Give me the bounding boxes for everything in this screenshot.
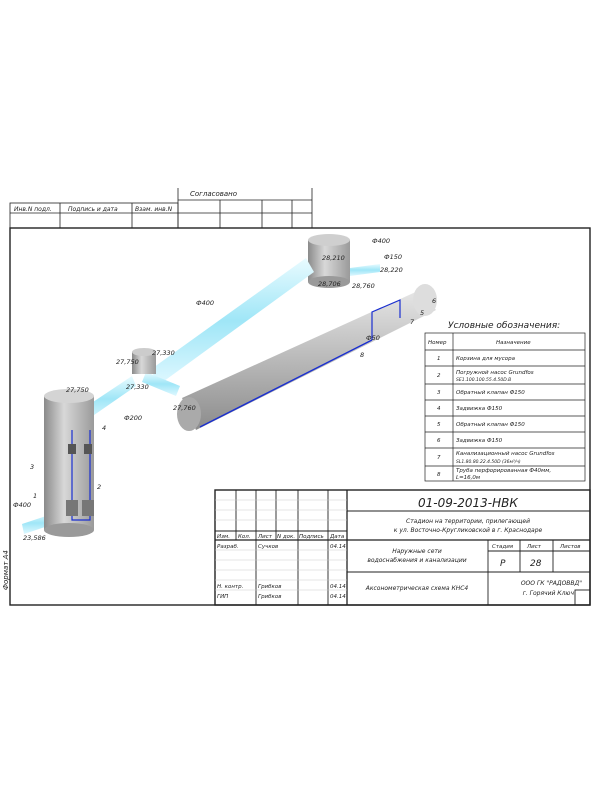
legend-row-text: Обратный клапан Ф150 — [456, 390, 525, 396]
label-callout: 6 — [432, 297, 436, 305]
header-data: Дата — [329, 534, 345, 540]
well-upper — [308, 234, 350, 288]
legend-row-text: Задвижка Ф150 — [456, 406, 503, 412]
label-elevation: 27,760 — [173, 404, 196, 412]
legend-row-number: 6 — [437, 438, 441, 444]
role: ГИП — [217, 594, 228, 600]
date: 04.14 — [330, 544, 346, 550]
pipe-d150 — [350, 264, 380, 276]
stage-value: Р — [500, 559, 506, 569]
inv-podl-label: Инв.N подл. — [14, 206, 52, 213]
label-elevation: 28,706 — [318, 280, 341, 288]
legend-row-text: SL1.80.80.22.4.50D (36м³/ч) — [456, 459, 521, 465]
person-name: Сучков — [258, 544, 278, 550]
legend-row-text: Труба перфорированная Ф40мм, — [456, 468, 551, 474]
legend-row-number: 4 — [437, 406, 441, 412]
sheet-value: 28 — [530, 559, 542, 569]
role: Разраб. — [217, 544, 239, 550]
document-code: 01-09-2013-НВК — [418, 496, 518, 510]
label-elevation: 23,586 — [23, 534, 46, 542]
approval-stamp — [9, 188, 313, 229]
header-kol: Кол. — [238, 534, 251, 540]
object-name: Стадион на территории, прилегающей — [406, 518, 530, 525]
well-middle — [132, 348, 156, 374]
label-elevation: 27,750 — [116, 358, 139, 366]
header-ndok: N док. — [277, 534, 295, 540]
pipe-connector — [142, 372, 180, 396]
legend-row-text: Корзина для мусора — [456, 356, 516, 362]
label-callout: 5 — [420, 309, 424, 317]
legend-header-number: Номер — [428, 340, 447, 346]
label-diameter: Ф400 — [13, 501, 31, 509]
legend-row-number: 1 — [437, 356, 441, 362]
header-izm: Изм. — [217, 534, 230, 540]
header-list: Лист — [257, 534, 273, 540]
legend-row-number: 2 — [437, 373, 441, 379]
label-diameter: Ф50 — [366, 334, 380, 342]
label-diameter: Ф400 — [196, 299, 214, 307]
sheets-label: Листов — [559, 544, 581, 550]
label-diameter: Ф400 — [372, 237, 390, 245]
stage-label: Стадия — [492, 544, 514, 550]
date: 04.14 — [330, 594, 346, 600]
company-name: ООО ГК "РАДОВВД" — [521, 580, 582, 587]
legend-title: Условные обозначения: — [448, 321, 560, 331]
approval-label: Согласовано — [190, 190, 237, 198]
legend-table — [424, 332, 586, 482]
vzam-inv-label: Взам. инв.N — [135, 206, 173, 213]
company-city: г. Горячий Ключ — [523, 590, 575, 597]
sheet-title: Аксонометрическая схема КНС4 — [365, 585, 469, 592]
legend-row-text: Канализационный насос Grundfos — [456, 451, 555, 457]
label-elevation: 28,220 — [380, 266, 403, 274]
format-label: Формат А4 — [2, 550, 10, 590]
label-elevation: 27,750 — [66, 386, 89, 394]
legend-header-name: Назначение — [496, 340, 531, 346]
perforated-pipe — [177, 284, 437, 431]
label-diameter: Ф200 — [124, 414, 142, 422]
header-podpis: Подпись — [299, 534, 324, 540]
signature-date-label: Подпись и дата — [68, 206, 118, 213]
legend-row-number: 3 — [437, 390, 441, 396]
label-callout: 7 — [410, 318, 415, 326]
label-callout: 3 — [30, 463, 34, 471]
label-diameter: Ф150 — [384, 253, 402, 261]
section-title: водоснабжения и канализации — [367, 557, 466, 564]
pump-station-tank — [44, 389, 94, 537]
role: Н. контр. — [217, 584, 244, 590]
legend-row-text: Погружной насос Grundfos — [456, 370, 534, 376]
title-block-grid — [215, 499, 347, 591]
person-name: Грибков — [258, 594, 281, 600]
legend-row-number: 7 — [437, 455, 441, 461]
legend-row-text: Задвижка Ф150 — [456, 438, 503, 444]
label-callout: 1 — [33, 492, 37, 500]
label-elevation: 28,760 — [352, 282, 375, 290]
object-name: к ул. Восточно-Кругликовской в г. Красно… — [394, 527, 543, 534]
legend-row-text: Обратный клапан Ф150 — [456, 422, 525, 428]
section-title: Наружные сети — [392, 548, 442, 555]
label-elevation: 28,210 — [322, 254, 345, 262]
title-block — [214, 489, 591, 606]
label-callout: 2 — [97, 483, 101, 491]
label-elevation: 27,330 — [126, 383, 149, 391]
label-callout: 4 — [102, 424, 106, 432]
date: 04.14 — [330, 584, 346, 590]
person-name: Грибков — [258, 584, 281, 590]
pipe-d400-upper — [150, 258, 314, 384]
label-callout: 8 — [360, 351, 364, 359]
legend-row-number: 8 — [437, 472, 441, 478]
legend-row-number: 5 — [437, 422, 441, 428]
legend-row-text: L=16,0м — [456, 475, 480, 481]
label-elevation: 27,330 — [152, 349, 175, 357]
sheet-label: Лист — [526, 544, 542, 550]
legend-row-text: SE1.100.100.55.4.50D.B — [456, 377, 511, 383]
